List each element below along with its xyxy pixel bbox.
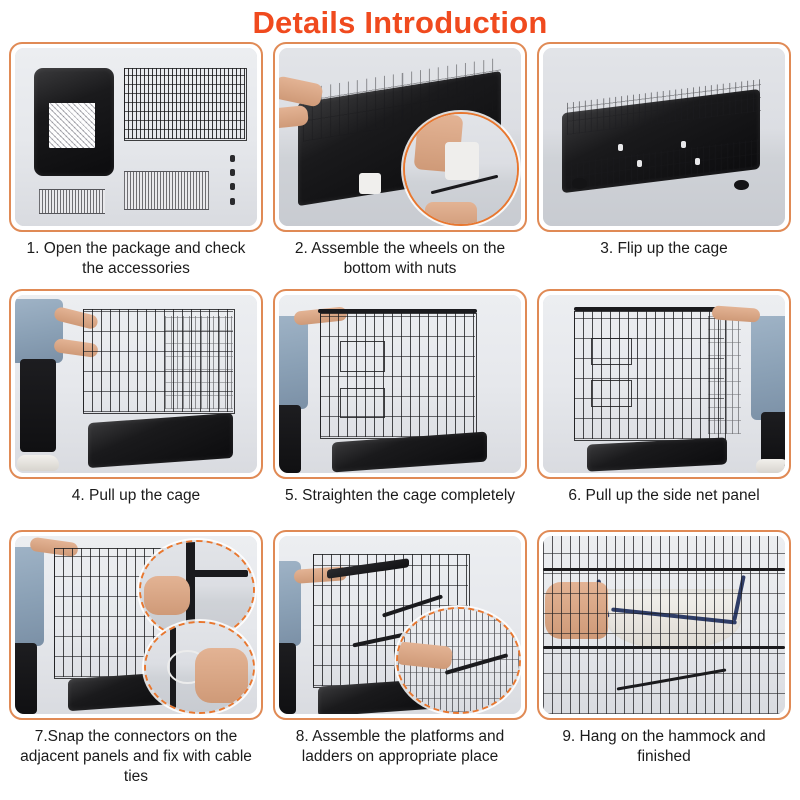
step-cell-2: 2. Assemble the wheels on the bottom wit… xyxy=(268,42,532,289)
inset-platform-closeup xyxy=(396,606,521,714)
latch-clip xyxy=(618,144,624,152)
cage-door-latch-lower xyxy=(339,387,386,419)
latch-clip xyxy=(637,160,643,168)
step-caption-5: 5. Straighten the cage completely xyxy=(284,487,516,504)
step-cell-7: 7.Snap the connectors on the adjacent pa… xyxy=(4,530,268,792)
latch-clip xyxy=(680,140,686,148)
cage-horizontal-bar xyxy=(543,568,785,572)
step-cell-3: 3. Flip up the cage xyxy=(532,42,796,289)
step-caption-8: 8. Assemble the platforms and ladders on… xyxy=(295,728,505,765)
step-photo-frame-5 xyxy=(273,289,527,479)
page-title: Details Introduction xyxy=(252,5,548,40)
person-jacket xyxy=(751,316,785,420)
cage-horizontal-bar-lower xyxy=(543,646,785,650)
step-photo-frame-7 xyxy=(9,530,263,720)
wire-bar-bundle-b xyxy=(39,188,105,214)
step-caption-3: 3. Flip up the cage xyxy=(600,240,728,257)
screw-hardware xyxy=(230,154,236,162)
step-caption-7: 7.Snap the connectors on the adjacent pa… xyxy=(20,728,252,785)
cage-front-frame xyxy=(320,312,477,440)
caster-wheel xyxy=(358,172,381,194)
cage-top-rail xyxy=(574,307,725,312)
person-pants xyxy=(760,412,785,466)
step-cell-9: 9. Hang on the hammock and finished xyxy=(532,530,796,792)
cage-front-panel xyxy=(574,311,725,440)
step-photo-7 xyxy=(15,536,257,714)
inset-vertical-bar xyxy=(185,541,195,638)
caster-wheel xyxy=(572,177,587,189)
step-cell-5: 5. Straighten the cage completely xyxy=(268,289,532,530)
screw-hardware xyxy=(230,183,236,191)
cage-front-frame xyxy=(574,311,727,442)
step-photo-frame-3 xyxy=(537,42,791,232)
cage-door-latch xyxy=(591,337,633,365)
step-photo-frame-1 xyxy=(9,42,263,232)
person-pants xyxy=(19,359,57,452)
step-photo-3 xyxy=(543,48,785,226)
person-shoe xyxy=(17,455,59,472)
inset-cable-tie-closeup xyxy=(144,621,255,714)
step-photo-frame-6 xyxy=(537,289,791,479)
inset-wheel xyxy=(445,142,479,180)
inset-hand xyxy=(143,576,191,615)
person-jacket xyxy=(15,546,45,647)
step-photo-9 xyxy=(543,536,785,714)
person-pants xyxy=(279,642,296,714)
screw-hardware xyxy=(230,197,236,205)
step-photo-2 xyxy=(279,48,521,226)
cage-side-panel xyxy=(82,309,233,413)
step-photo-6 xyxy=(543,295,785,473)
step-cell-4: 4. Pull up the cage xyxy=(4,289,268,530)
step-photo-frame-9 xyxy=(537,530,791,720)
step-caption-2: 2. Assemble the wheels on the bottom wit… xyxy=(294,240,506,277)
step-caption-9: 9. Hang on the hammock and finished xyxy=(562,728,766,765)
panel-frame xyxy=(123,67,247,141)
inset-wheel-closeup xyxy=(403,111,519,226)
cage-panel-frame xyxy=(82,309,235,415)
step-photo-8 xyxy=(279,536,521,714)
hammock-net xyxy=(48,103,95,148)
folded-wire-panels xyxy=(123,67,245,139)
inset-connector-clip xyxy=(192,570,249,578)
wire-bar-bundle-a xyxy=(123,170,209,211)
latch-clip xyxy=(695,158,701,166)
cage-front-panel xyxy=(320,312,475,438)
step-caption-1: 1. Open the package and check the access… xyxy=(26,240,246,277)
person-jacket xyxy=(279,560,301,647)
cage-door-latch xyxy=(339,341,386,372)
cage-door-latch-lower xyxy=(591,380,633,408)
inset-hand xyxy=(195,647,249,704)
person-jacket xyxy=(279,316,309,409)
step-photo-1 xyxy=(15,48,257,226)
step-cell-1: 1. Open the package and check the access… xyxy=(4,42,268,289)
person-pants xyxy=(15,642,37,714)
inset-connector-closeup xyxy=(139,539,255,640)
step-caption-4: 4. Pull up the cage xyxy=(71,487,201,504)
cage-back-panel xyxy=(165,316,233,409)
step-photo-frame-4 xyxy=(9,289,263,479)
step-photo-4 xyxy=(15,295,257,473)
inset-hand-lower xyxy=(425,201,477,224)
person-shoe xyxy=(755,458,785,473)
step-photo-frame-2 xyxy=(273,42,527,232)
cage-wire-foreground xyxy=(543,536,785,714)
screw-hardware xyxy=(230,169,236,177)
cage-top-rail xyxy=(317,309,478,314)
caster-wheel xyxy=(734,179,749,191)
step-photo-5 xyxy=(279,295,521,473)
step-cell-6: 6. Pull up the side net panel xyxy=(532,289,796,530)
cage-side-net-panel xyxy=(707,316,742,434)
person-pants xyxy=(279,405,301,473)
step-cell-8: 8. Assemble the platforms and ladders on… xyxy=(268,530,532,792)
steps-grid: 1. Open the package and check the access… xyxy=(0,42,800,792)
step-caption-6: 6. Pull up the side net panel xyxy=(568,487,760,504)
step-photo-frame-8 xyxy=(273,530,527,720)
